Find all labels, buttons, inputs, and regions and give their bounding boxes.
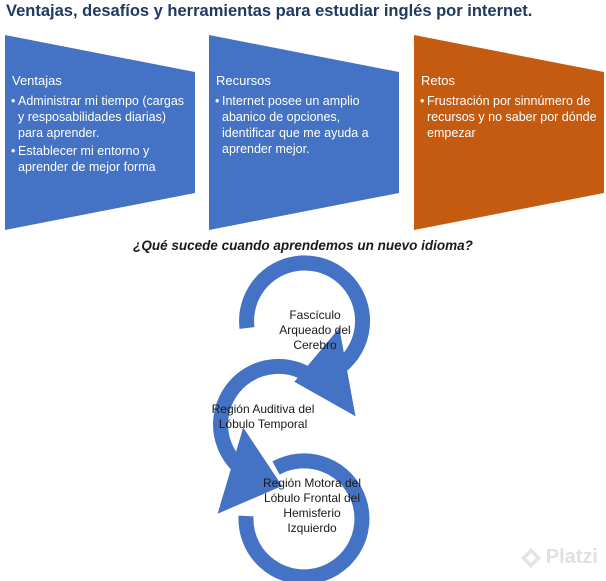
platzi-logo-icon (520, 547, 541, 568)
page-title: Ventajas, desafíos y herramientas para e… (6, 2, 533, 20)
watermark-text: Platzi (545, 546, 598, 568)
panel-title: Ventajas (12, 73, 62, 88)
cycle-arrow-2 (213, 358, 328, 514)
panel-bullet: Internet posee un amplio abanico de opci… (215, 93, 393, 157)
cycle-step-3: Región Motora del Lóbulo Frontal del Hem… (262, 476, 362, 535)
panel-bullet: Administrar mi tiempo (cargas y resposab… (11, 93, 189, 141)
platzi-watermark: Platzi (520, 546, 598, 569)
panel-ventajas: Ventajas Administrar mi tiempo (cargas y… (5, 35, 195, 230)
cycle-step-2: Región Auditiva del Lóbulo Temporal (211, 402, 315, 431)
panel-title: Retos (421, 73, 455, 88)
cycle-question: ¿Qué sucede cuando aprendemos un nuevo i… (133, 238, 473, 253)
cycle-step-1: Fascículo Arqueado del Cerebro (279, 308, 351, 352)
cycle-arrow-1 (239, 255, 371, 417)
panel-title: Recursos (216, 73, 271, 88)
panel-bullet: Frustración por sinnúmero de recursos y … (420, 93, 598, 141)
cycle-arrow-3 (238, 453, 370, 581)
panel-bullet: Establecer mi entorno y aprender de mejo… (11, 143, 189, 175)
panel-retos: Retos Frustración por sinnúmero de recur… (414, 35, 604, 230)
panel-recursos: Recursos Internet posee un amplio abanic… (209, 35, 399, 230)
